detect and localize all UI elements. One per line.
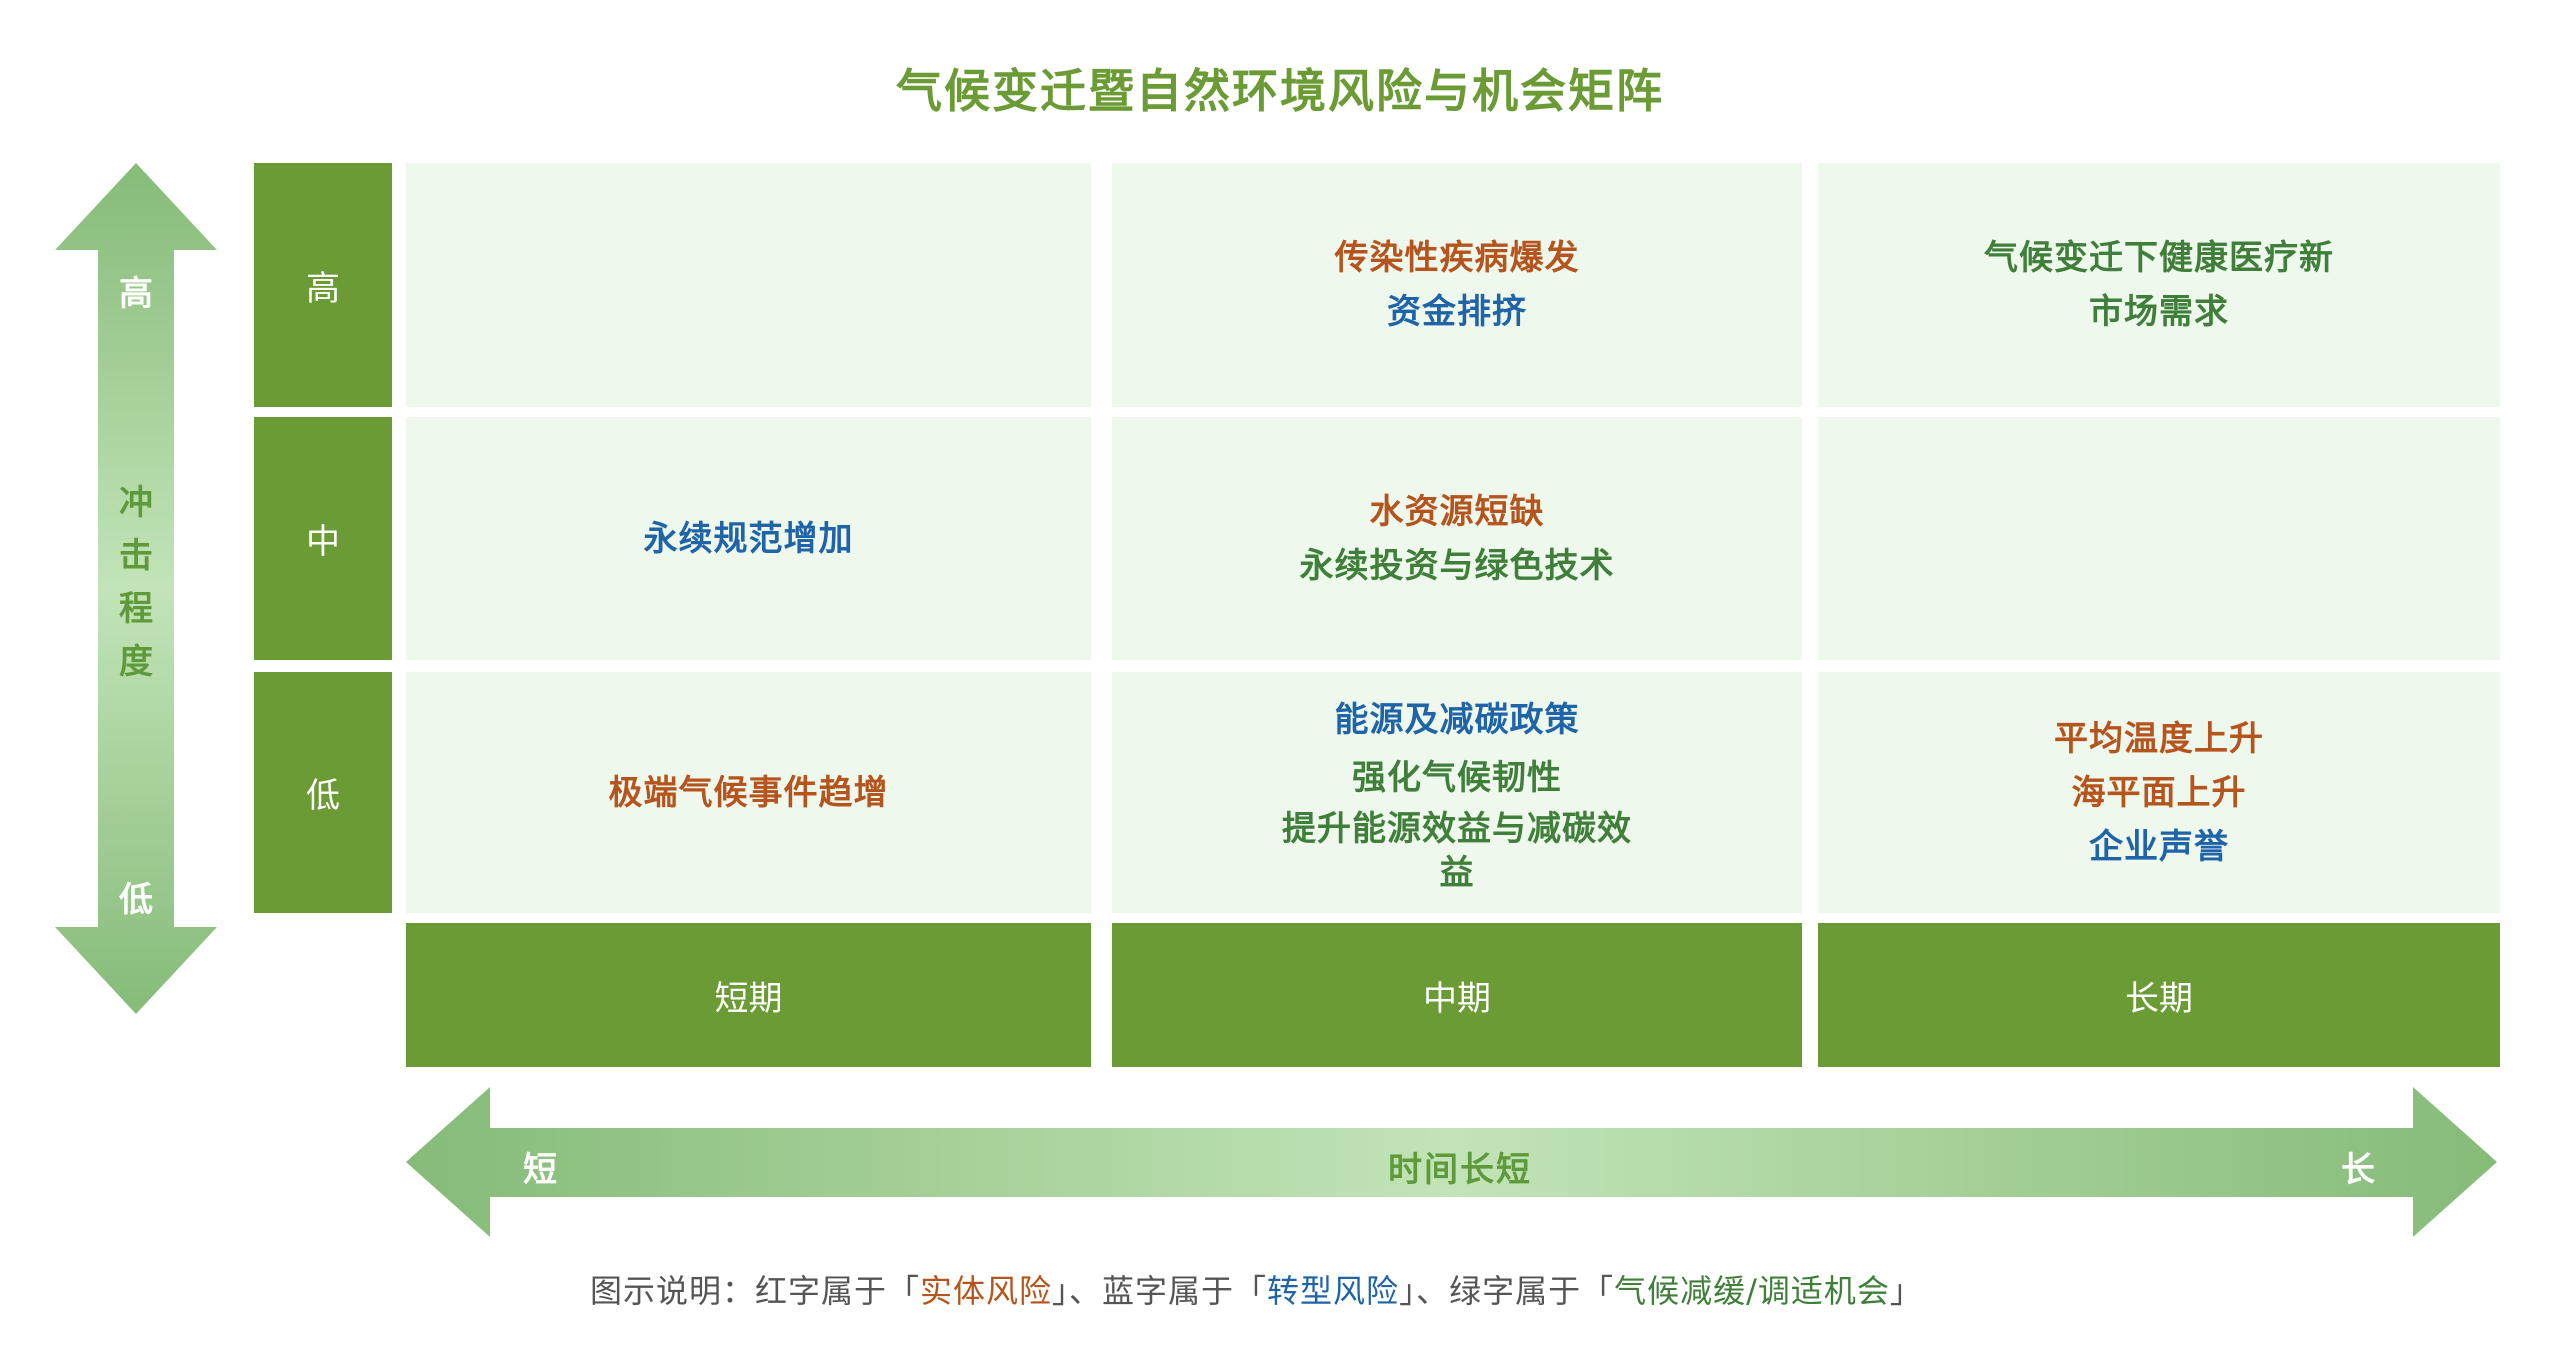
risk-item: 永续规范增加 (643, 518, 854, 559)
impact-low-label: 低 (119, 880, 153, 920)
risk-item: 水资源短缺 (1369, 491, 1545, 532)
impact-arrow-icon (55, 163, 217, 1014)
row-label-low: 低 (254, 672, 392, 913)
impact-axis-char: 程 (119, 589, 153, 629)
opportunity-item: 气候变迁下健康医疗新市场需求 (1984, 238, 2334, 332)
impact-axis-char: 冲 (119, 483, 153, 523)
cell-low-short: 极端气候事件趋增 (406, 672, 1091, 913)
impact-axis-char: 度 (119, 642, 153, 682)
row-label-high: 高 (254, 163, 392, 407)
legend: 图示说明：红字属于「实体风险」、蓝字属于「转型风险」、绿字属于「气候减缓/调适机… (590, 1266, 1923, 1312)
cell-mid-short: 永续规范增加 (406, 417, 1091, 660)
risk-item: 传染性疾病爆发 (1334, 238, 1580, 278)
legend-physical-risk: 实体风险 (920, 1272, 1053, 1310)
legend-transition-risk: 转型风险 (1267, 1272, 1400, 1310)
legend-opportunity: 气候减缓/调适机会 (1614, 1272, 1890, 1310)
legend-sep: 」、蓝字属于「 (1052, 1272, 1268, 1310)
impact-axis-char: 击 (119, 536, 153, 576)
risk-item: 平均温度上升 (2054, 718, 2264, 759)
cell-mid-long (1818, 417, 2500, 660)
row-label-mid: 中 (254, 417, 392, 660)
risk-item: 资金排挤 (1387, 292, 1527, 332)
page-title: 气候变迁暨自然环境风险与机会矩阵 (896, 64, 1664, 118)
cell-high-mid: 传染性疾病爆发 资金排挤 (1112, 163, 1802, 407)
cell-mid-mid: 水资源短缺 永续投资与绿色技术 (1112, 417, 1802, 660)
period-long: 长期 (1818, 923, 2500, 1067)
legend-prefix: 图示说明：红字属于「 (590, 1272, 921, 1310)
time-short-label: 短 (523, 1150, 557, 1190)
period-short: 短期 (406, 923, 1091, 1067)
cell-high-long: 气候变迁下健康医疗新市场需求 (1818, 163, 2500, 407)
risk-item: 企业声誉 (2089, 826, 2229, 867)
period-mid: 中期 (1112, 923, 1802, 1067)
time-arrow-icon (406, 1087, 2497, 1237)
time-axis-label: 时间长短 (1388, 1150, 1532, 1190)
opportunity-item: 提升能源效益与减碳效益 (1282, 808, 1632, 893)
impact-high-label: 高 (119, 274, 153, 314)
legend-sep: 」、绿字属于「 (1399, 1272, 1615, 1310)
legend-suffix: 」 (1889, 1272, 1923, 1310)
cell-high-short (406, 163, 1091, 407)
cell-low-mid: 能源及减碳政策 强化气候韧性 提升能源效益与减碳效益 (1112, 672, 1802, 913)
risk-item: 海平面上升 (2071, 772, 2247, 813)
risk-item: 极端气候事件趋增 (608, 772, 889, 813)
time-long-label: 长 (2341, 1150, 2375, 1190)
opportunity-item: 永续投资与绿色技术 (1299, 545, 1615, 586)
cell-low-long: 平均温度上升 海平面上升 企业声誉 (1818, 672, 2500, 913)
opportunity-item: 强化气候韧性 (1352, 757, 1562, 798)
risk-item: 能源及减碳政策 (1334, 699, 1580, 740)
